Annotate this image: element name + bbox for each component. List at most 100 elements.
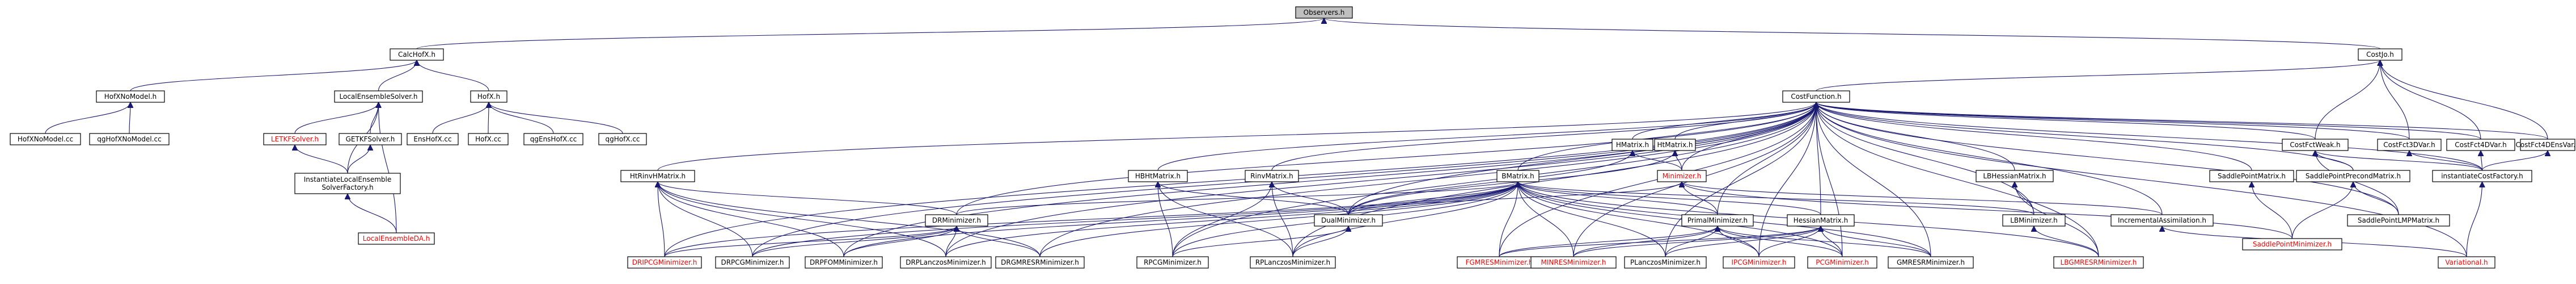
edge-drpfom-to-htrinvhmatrix	[658, 182, 844, 257]
node-rinvmatrix[interactable]: RinvMatrix.h	[1245, 170, 1299, 182]
edge-drminimizer-to-costfunction	[956, 102, 1816, 215]
node-qgenshofxcc[interactable]: qgEnsHofX.cc	[523, 133, 583, 145]
node-hofx3dmodel[interactable]: HofXNoModel.h	[96, 90, 165, 103]
edge-costfct4densvar-to-costfunction	[1816, 102, 2548, 140]
node-primalminimizer[interactable]: PrimalMinimizer.h	[1681, 214, 1754, 227]
edge-drgmresr-to-bmatrix	[1039, 182, 1518, 257]
node-saddlepointminimizer[interactable]: SaddlePointMinimizer.h	[2242, 238, 2342, 250]
edge-instantiatelocal-to-getkfsolver	[347, 144, 370, 174]
node-bmatrix[interactable]: BMatrix.h	[1496, 170, 1539, 182]
node-letkfsolver[interactable]: LETKFSolver.h	[263, 133, 327, 145]
edge-rplanczos-to-hbhtmatrix	[1158, 182, 1293, 257]
node-minimizer[interactable]: Minimizer.h	[1657, 170, 1707, 182]
node-box	[10, 133, 81, 145]
node-calchofx[interactable]: CalcHofX.h	[390, 48, 444, 61]
edge-hofxh-to-calchofx	[417, 60, 489, 91]
node-costjo[interactable]: CostJo.h	[2358, 48, 2402, 61]
node-box	[1807, 256, 1877, 269]
node-box	[2347, 214, 2450, 227]
node-drpcg[interactable]: DRPCGMinimizer.h	[715, 256, 790, 269]
node-costfunction[interactable]: CostFunction.h	[1782, 90, 1850, 103]
node-qghofxcc[interactable]: qgHofX.cc	[598, 133, 647, 145]
node-gmresr[interactable]: GMRESRMinimizer.h	[1888, 256, 1974, 269]
node-ipcg[interactable]: IPCGMinimizer.h	[1723, 256, 1795, 269]
node-costfct3dvar[interactable]: CostFct3DVar.h	[2377, 139, 2442, 151]
node-hmatrix[interactable]: HMatrix.h	[1611, 139, 1653, 151]
edge-localensembleda-to-localensemblesolver	[379, 102, 397, 233]
node-label: IPCGMinimizer.h	[1731, 258, 1786, 266]
node-saddlepointmatrix[interactable]: SaddlePointMatrix.h	[2209, 170, 2294, 182]
node-rplanczos[interactable]: RPLanczosMinimizer.h	[1250, 256, 1336, 269]
node-drgmresr[interactable]: DRGMRESRMinimizer.h	[995, 256, 1085, 269]
node-label: EnsHofX.cc	[413, 135, 451, 143]
node-rpcg[interactable]: RPCGMinimizer.h	[1136, 256, 1209, 269]
node-hessianmatrix[interactable]: HessianMatrix.h	[1787, 214, 1855, 227]
node-costfct4densvar[interactable]: CostFct4DEnsVar.h	[2515, 139, 2576, 151]
edge-instantiatelocal-to-letkfsolver	[295, 144, 348, 174]
node-hofxcc[interactable]: HofX.cc	[468, 133, 509, 145]
node-lbgmresr[interactable]: LBGMRESRMinimizer.h	[2053, 256, 2144, 269]
edge-hmatrix-to-costfunction	[1632, 102, 1816, 140]
node-variational[interactable]: Variational.h	[2438, 256, 2495, 269]
node-saddlepointprecond[interactable]: SaddlePointPrecondMatrix.h	[2296, 170, 2410, 182]
node-hbhtmatrix[interactable]: HBHtMatrix.h	[1128, 170, 1188, 182]
edges-layer	[45, 18, 2548, 257]
node-dripcg[interactable]: DRIPCGMinimizer.h	[627, 256, 702, 269]
node-box	[89, 133, 170, 145]
node-qghofxnomodelcc[interactable]: qgHofXNoModel.cc	[89, 133, 170, 145]
node-planczos[interactable]: PLanczosMinimizer.h	[1624, 256, 1707, 269]
node-label: DRIPCGMinimizer.h	[632, 258, 697, 266]
edge-hofx3dmodel-to-calchofx	[130, 60, 417, 91]
node-dualminimizer[interactable]: DualMinimizer.h	[1314, 214, 1383, 227]
node-getkfsolver[interactable]: GETKFSolver.h	[339, 133, 402, 145]
node-label: Observers.h	[1304, 9, 1345, 16]
node-box	[2296, 170, 2410, 182]
node-lbminimizer[interactable]: LBMinimizer.h	[2002, 214, 2066, 227]
edge-dualminimizer-to-hmatrix	[1348, 151, 1632, 215]
node-saddlepointlmp[interactable]: SaddlePointLMPMatrix.h	[2347, 214, 2450, 227]
edge-rpcg-to-costfunction	[1172, 102, 1816, 257]
node-box	[1128, 170, 1188, 182]
edge-dripcg-to-drminimizer	[664, 225, 957, 257]
node-drplanczos[interactable]: DRPLanczosMinimizer.h	[900, 256, 992, 269]
node-localensembleda[interactable]: LocalEnsembleDA.h	[358, 232, 435, 245]
edge-drplanczos-to-costfunction	[945, 102, 1816, 257]
node-hofxh[interactable]: HofX.h	[470, 90, 507, 103]
node-drminimizer[interactable]: DRMinimizer.h	[925, 214, 988, 227]
node-box	[2209, 170, 2294, 182]
node-localensemblesolver[interactable]: LocalEnsembleSolver.h	[334, 90, 423, 103]
node-box	[1295, 6, 1353, 19]
node-costfct4dvar[interactable]: CostFct4DVar.h	[2446, 139, 2515, 151]
node-box	[1976, 170, 2054, 182]
node-box	[339, 133, 402, 145]
node-incremental[interactable]: IncrementalAssimilation.h	[2110, 214, 2214, 227]
edge-saddlepointprecond-to-costfunction	[1816, 102, 2354, 171]
node-fgmres[interactable]: FGMRESMinimizer.h	[1457, 256, 1542, 269]
node-minres[interactable]: MINRESMinimizer.h	[1530, 256, 1617, 269]
node-enshofxcc[interactable]: EnsHofX.cc	[407, 133, 459, 145]
edge-saddlepointminimizer-to-minimizer	[1682, 181, 2293, 239]
node-label: FGMRESMinimizer.h	[1466, 258, 1533, 266]
node-htrinvhmatrix[interactable]: HtRinvHMatrix.h	[620, 170, 695, 182]
edge-saddlepointlmp-to-costfunction	[1816, 102, 2399, 215]
node-lbhessianmatrix[interactable]: LBHessianMatrix.h	[1976, 170, 2054, 182]
node-costfctweak[interactable]: CostFctWeak.h	[2282, 139, 2349, 151]
node-htmatrix[interactable]: HtMatrix.h	[1654, 139, 1696, 151]
node-label: SaddlePointMinimizer.h	[2253, 240, 2332, 248]
node-box	[468, 133, 509, 145]
node-box	[1530, 256, 1617, 269]
node-label: LETKFSolver.h	[271, 135, 319, 143]
edge-rinvmatrix-to-costfunction	[1271, 102, 1816, 171]
edge-drpcg-to-htrinvhmatrix	[658, 182, 753, 257]
node-hofxnomodelcc[interactable]: HofXNoModel.cc	[10, 133, 81, 145]
node-box	[2053, 256, 2144, 269]
node-label: CalcHofX.h	[398, 51, 435, 59]
node-drpfom[interactable]: DRPFOMMinimizer.h	[805, 256, 883, 269]
edge-minres-to-hessianmatrix	[1573, 225, 1821, 257]
node-pcg[interactable]: PCGMinimizer.h	[1807, 256, 1877, 269]
node-label: HtRinvHMatrix.h	[630, 172, 686, 180]
node-label: PrimalMinimizer.h	[1687, 216, 1748, 224]
edge-dualminimizer-to-htmatrix	[1348, 151, 1675, 215]
node-instantiatecost[interactable]: instantiateCostFactory.h	[2432, 170, 2532, 182]
